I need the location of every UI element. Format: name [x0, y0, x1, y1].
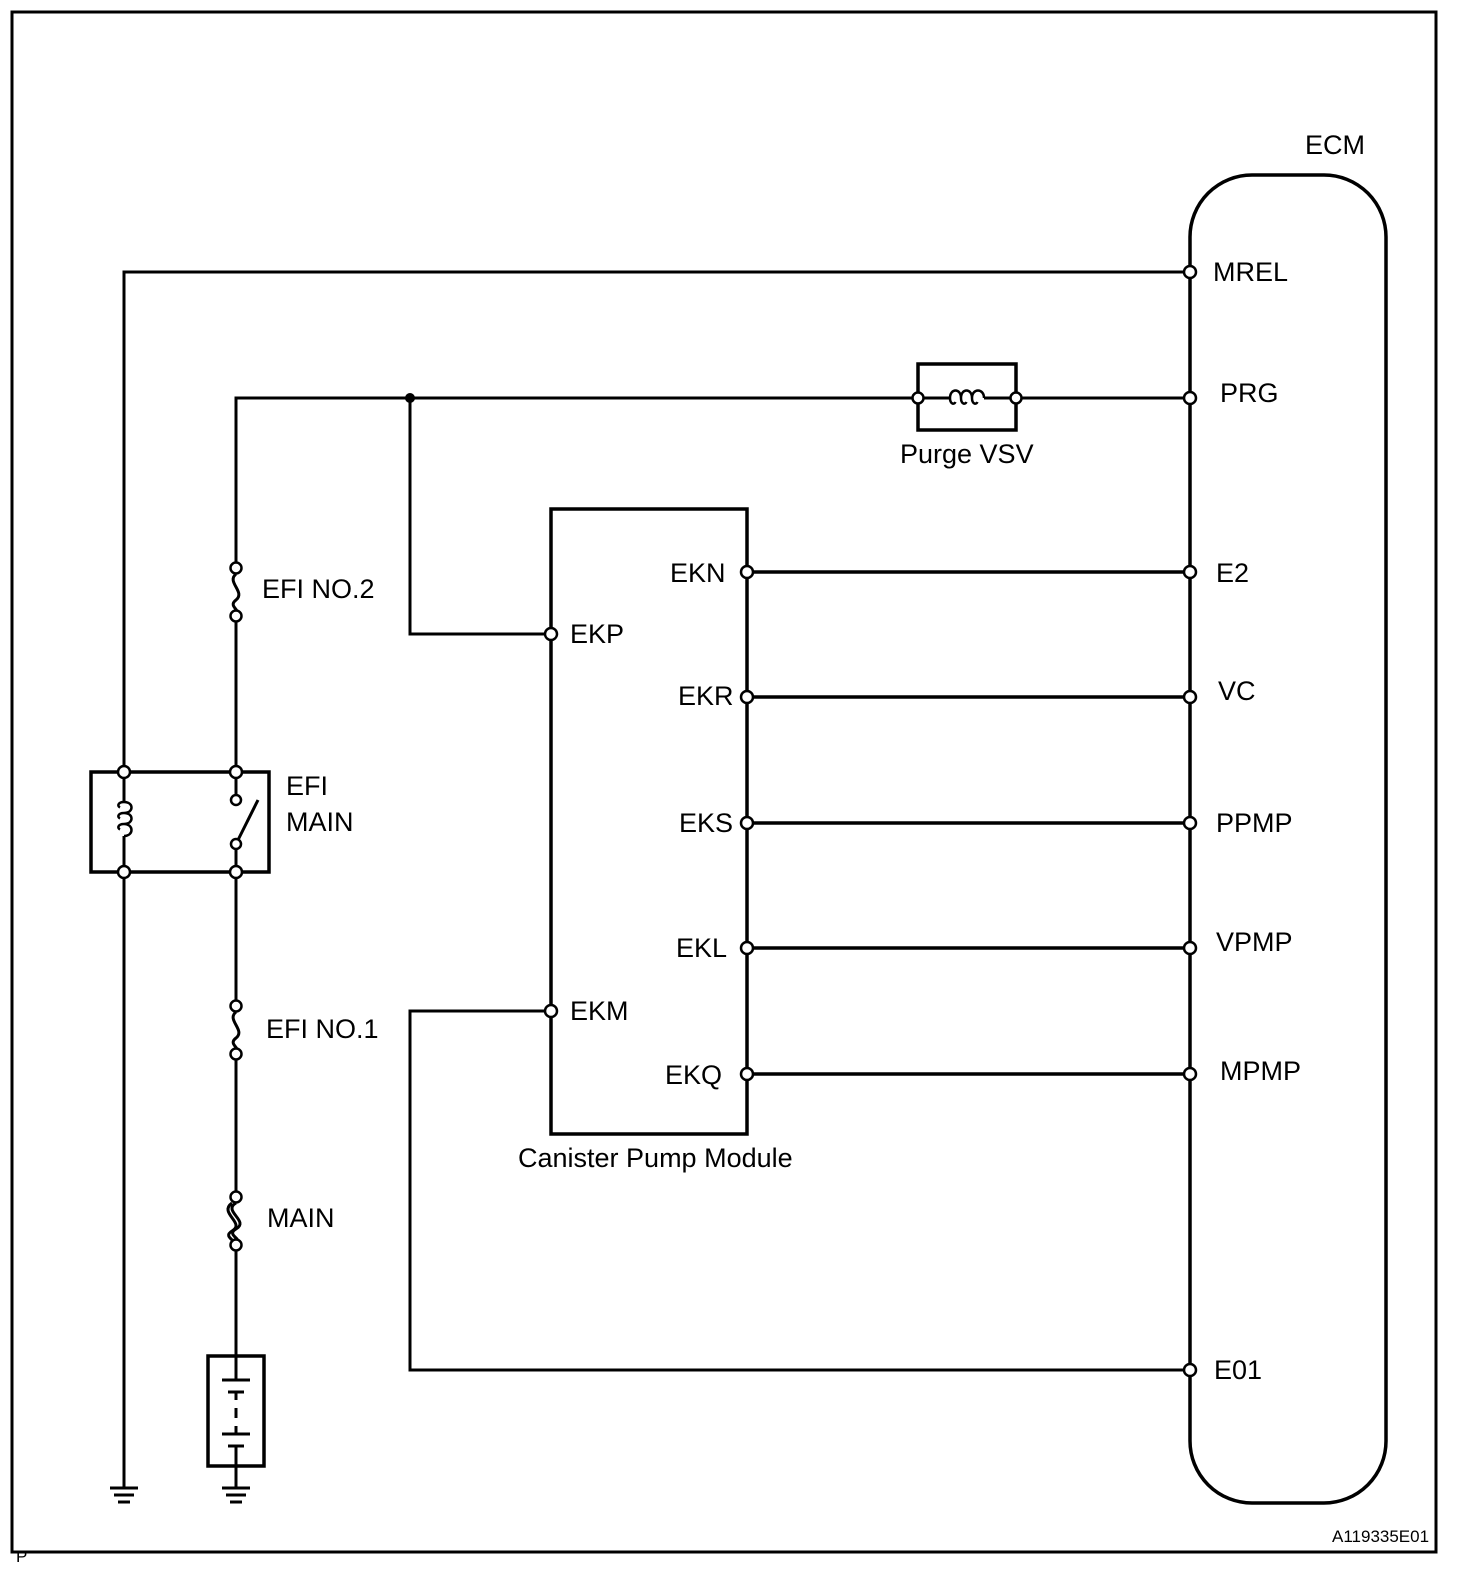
ecm-pin-prg — [1182, 390, 1198, 406]
ecm-pin-mpmp — [1182, 1066, 1198, 1082]
module-terminal-ekq: EKQ — [665, 1060, 722, 1090]
ecm-terminal-prg: PRG — [1220, 378, 1279, 408]
wire-mrel — [122, 270, 1190, 772]
ecm-terminal-ppmp: PPMP — [1216, 808, 1293, 838]
ecm-title: ECM — [1305, 130, 1365, 160]
relay-switch-contact-bottom — [229, 837, 243, 851]
fuse-efi-no2-label: EFI NO.2 — [262, 574, 375, 604]
relay-terminal-coil-bottom — [116, 864, 132, 880]
junction-dot — [405, 393, 415, 403]
ecm-pin-vc — [1182, 689, 1198, 705]
relay-terminal-switch-bottom — [228, 864, 244, 880]
fuse-efi-no2-terminal-bottom — [229, 609, 243, 623]
ecm-body — [1188, 173, 1388, 1505]
module-terminal-ekm: EKM — [570, 996, 629, 1026]
fusible-link-main-label: MAIN — [267, 1203, 335, 1233]
terminal-points — [543, 264, 1198, 1378]
relay-terminal-coil-top — [116, 764, 132, 780]
figure-code: A119335E01 — [1332, 1527, 1429, 1546]
module-terminal-ekp: EKP — [570, 619, 624, 649]
fuse-efi-no1-symbol — [231, 1010, 241, 1052]
corner-mark: P — [16, 1547, 27, 1566]
ecm-pin-e2 — [1182, 564, 1198, 580]
diagram-frame — [10, 10, 1438, 1554]
relay-label-line2: MAIN — [286, 807, 354, 837]
ecm-terminal-vc: VC — [1218, 676, 1256, 706]
ground-relay-coil — [110, 1486, 138, 1504]
relay-switch-blade — [236, 799, 260, 841]
module-pin-ekq — [739, 1066, 755, 1082]
module-terminal-ekr: EKR — [678, 681, 734, 711]
ecm-pin-mrel — [1182, 264, 1198, 280]
fuse-efi-no2-symbol — [231, 572, 241, 614]
purge-vsv-terminal-left — [911, 391, 925, 405]
module-pin-ekn — [739, 564, 755, 580]
ecm-terminal-e2: E2 — [1216, 558, 1249, 588]
ecm-terminal-vpmp: VPMP — [1216, 927, 1293, 957]
fuse-efi-no1-label: EFI NO.1 — [266, 1014, 379, 1044]
module-pin-ekp — [543, 626, 559, 642]
module-terminal-ekn: EKN — [670, 558, 726, 588]
fuse-efi-no1-terminal-bottom — [229, 1047, 243, 1061]
canister-pump-module-title: Canister Pump Module — [518, 1143, 793, 1173]
ground-symbol-icon — [110, 1486, 138, 1504]
battery — [206, 1354, 266, 1468]
relay-terminal-switch-top — [228, 764, 244, 780]
wire-ekp-branch — [408, 398, 551, 636]
wires — [122, 270, 1190, 1488]
purge-vsv-label: Purge VSV — [900, 439, 1034, 469]
fusible-link-main-terminal-bottom — [229, 1238, 243, 1252]
ecm-pin-e01 — [1182, 1362, 1198, 1378]
purge-vsv-coil-icon — [948, 389, 986, 405]
module-pin-ekm — [543, 1003, 559, 1019]
fuse-efi-no2: EFI NO.2 — [229, 561, 375, 623]
ground-battery — [222, 1486, 250, 1504]
module-pin-eks — [739, 815, 755, 831]
ecm-pin-ppmp — [1182, 815, 1198, 831]
ecm-terminal-e01: E01 — [1214, 1355, 1262, 1385]
ecm-terminal-mpmp: MPMP — [1220, 1056, 1301, 1086]
fuse-efi-no1: EFI NO.1 — [229, 999, 379, 1061]
wire-prg-left — [234, 396, 918, 568]
ecm-unit: ECM MREL PRG E2 VC PPMP VPMP MPMP E01 — [1188, 130, 1388, 1505]
purge-vsv: Purge VSV — [900, 362, 1034, 469]
canister-pump-module: Canister Pump Module EKN EKP EKR EKS EKL… — [518, 507, 793, 1173]
module-pin-ekr — [739, 689, 755, 705]
ecm-pin-vpmp — [1182, 940, 1198, 956]
fusible-link-main-terminal-top — [229, 1190, 243, 1204]
relay-label-line1: EFI — [286, 771, 328, 801]
relay-switch-contact-top — [229, 793, 243, 807]
module-terminal-ekl: EKL — [676, 933, 727, 963]
fuse-efi-no2-terminal-top — [229, 561, 243, 575]
wire-e01-ekm — [408, 1009, 1190, 1372]
module-terminal-eks: EKS — [679, 808, 733, 838]
relay-coil-icon — [117, 800, 133, 838]
module-pin-ekl — [739, 940, 755, 956]
ecm-terminal-mrel: MREL — [1213, 257, 1288, 287]
relay-body — [89, 770, 271, 874]
fusible-link-main: MAIN — [226, 1190, 335, 1252]
purge-vsv-terminal-right — [1009, 391, 1023, 405]
fusible-link-main-symbol — [226, 1201, 242, 1245]
fuse-efi-no1-terminal-top — [229, 999, 243, 1013]
ground-symbol-icon — [222, 1486, 250, 1504]
efi-main-relay: EFI MAIN — [89, 764, 354, 880]
